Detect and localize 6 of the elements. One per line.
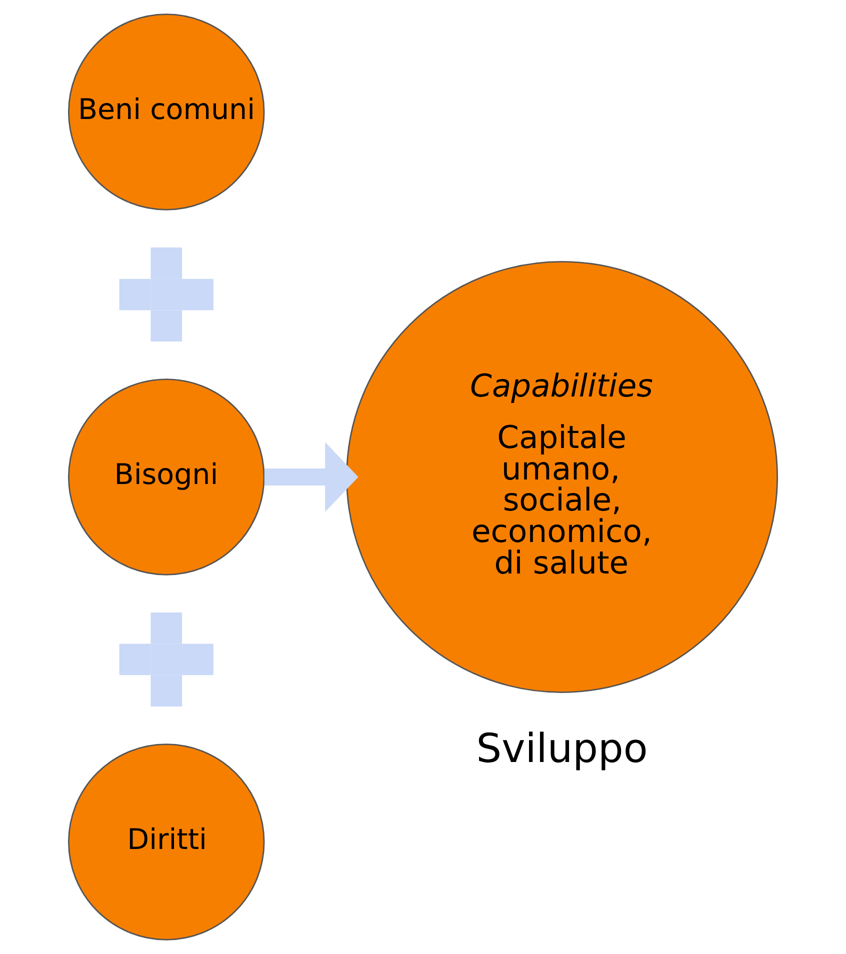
node-label: Sviluppo	[476, 726, 648, 772]
node-circle: Capabilities Capitale umano, sociale, economico, di salute	[346, 261, 778, 693]
node-circle: Bisogni	[68, 378, 265, 576]
arrow	[264, 442, 358, 512]
node-circle: Diritti	[68, 744, 265, 940]
node-circle: Beni comuni	[68, 14, 265, 210]
